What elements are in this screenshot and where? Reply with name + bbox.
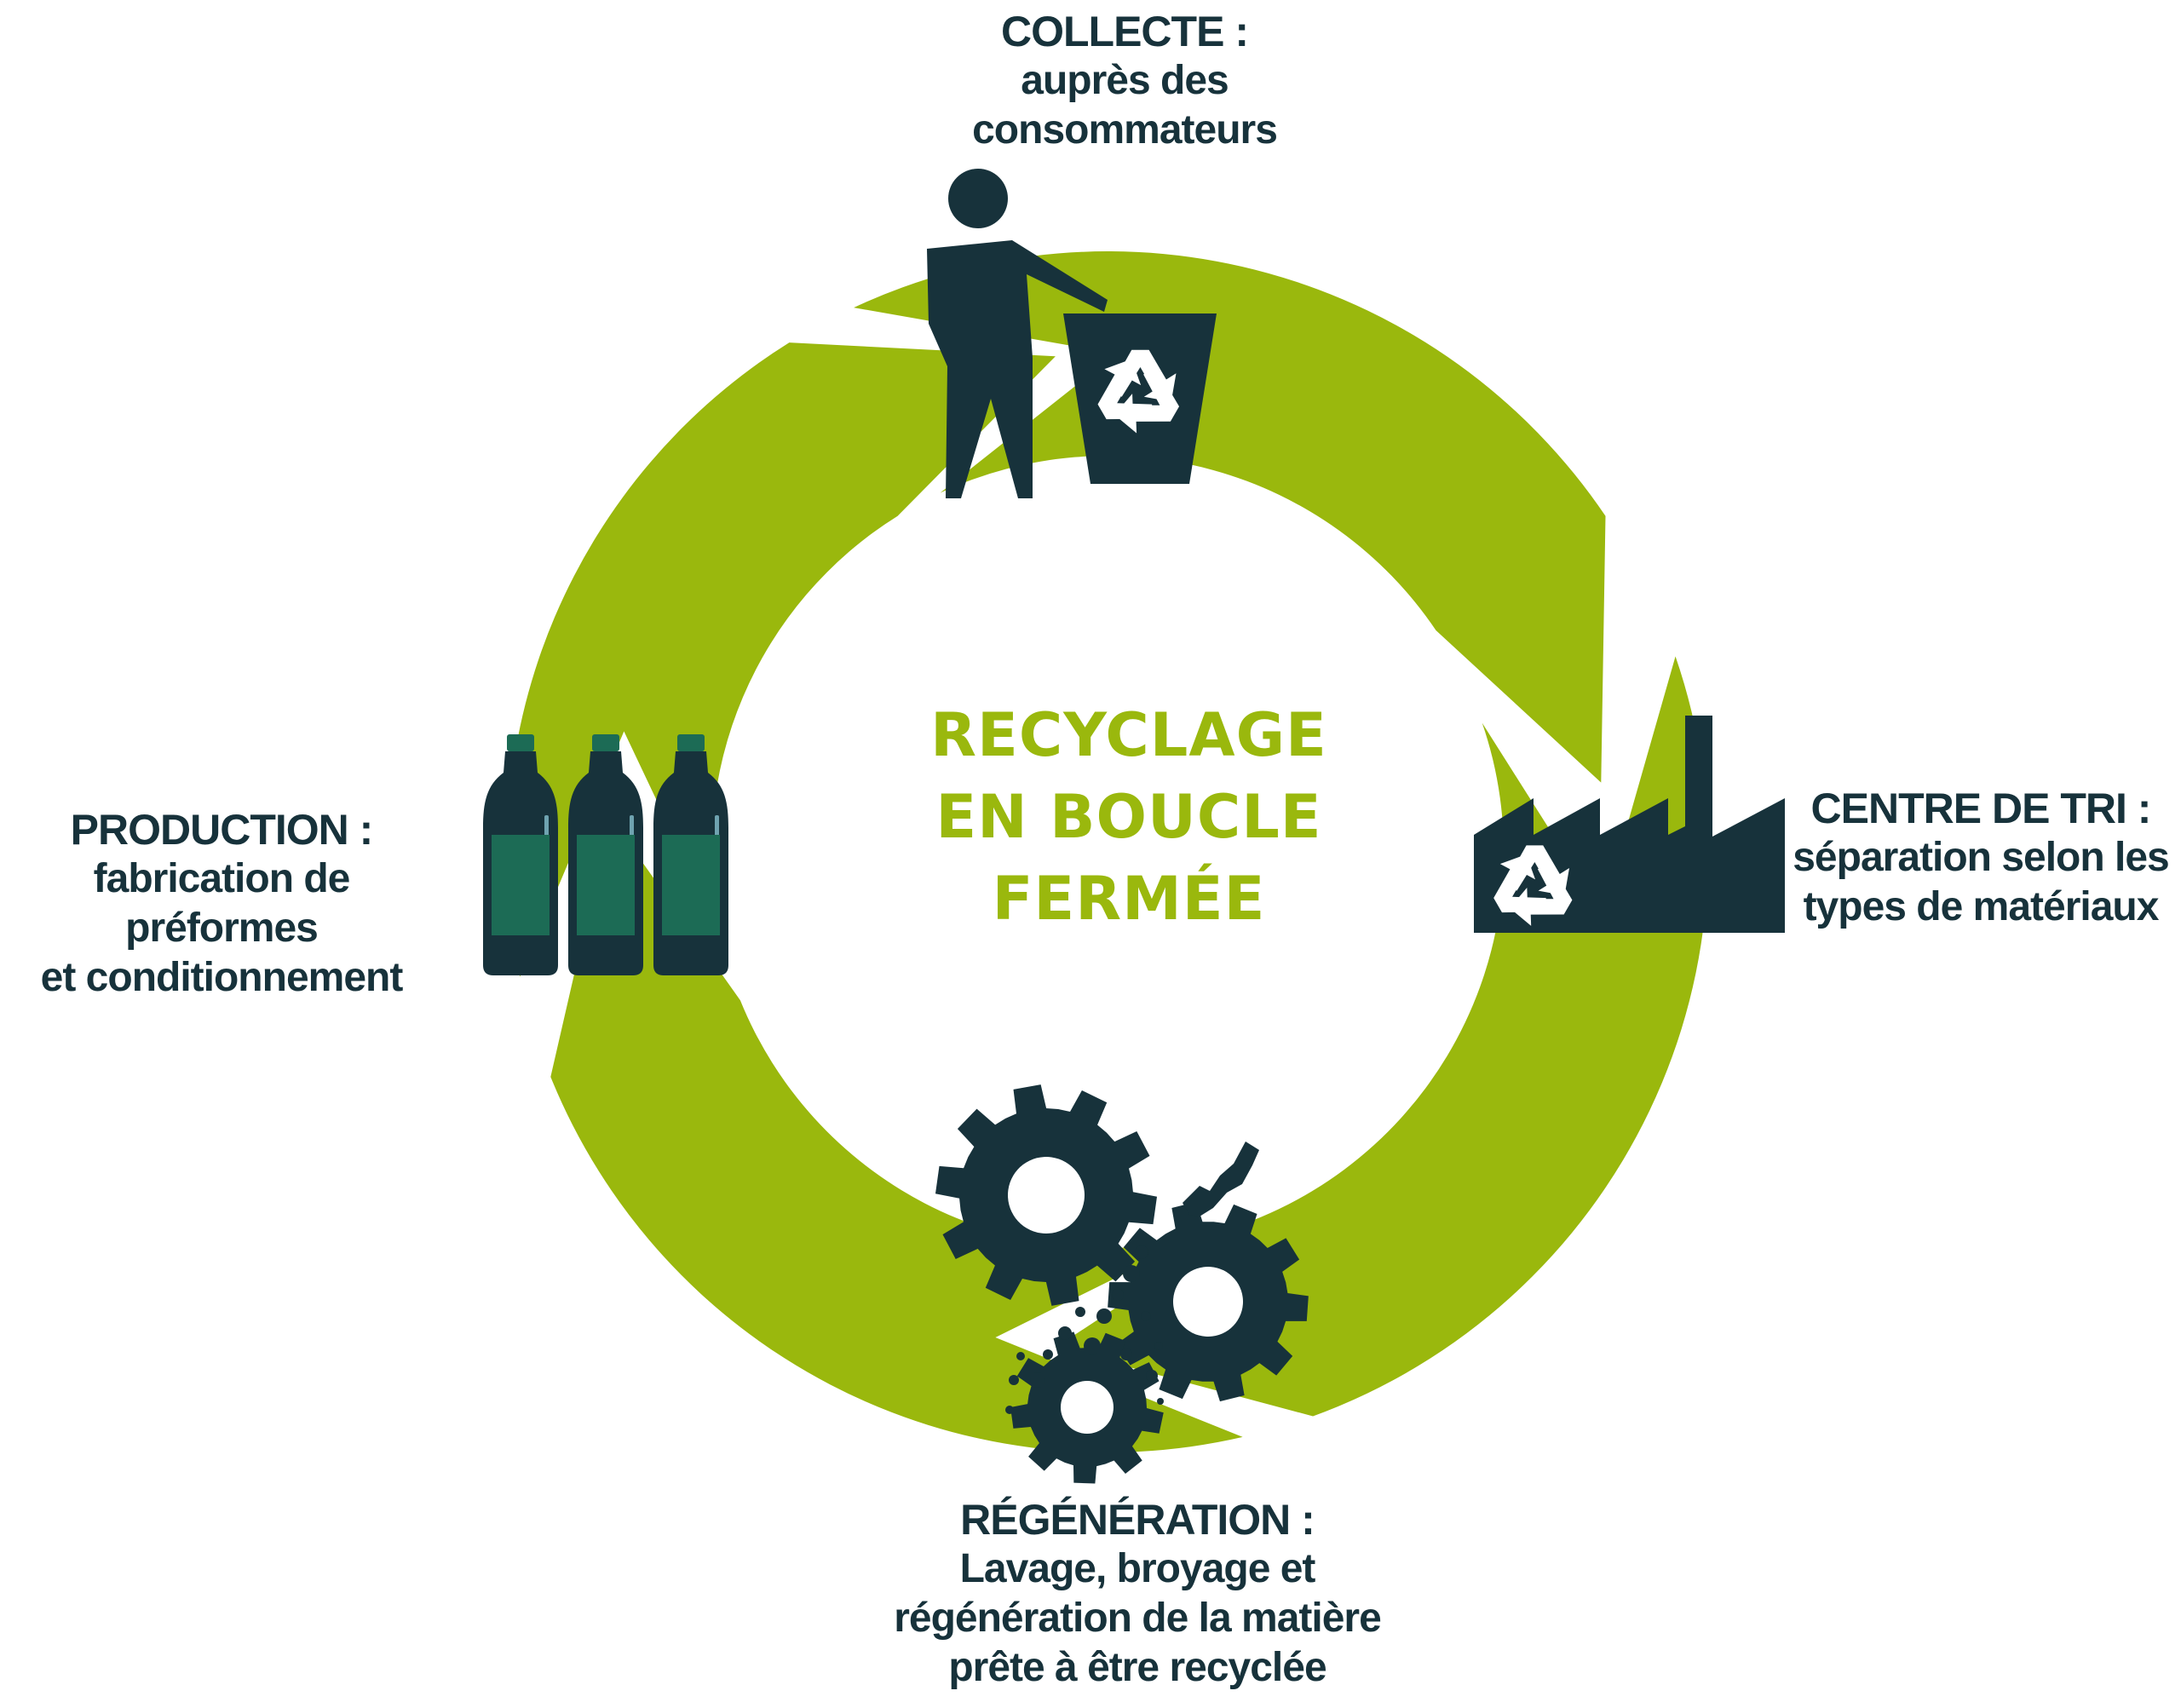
plastic-granules [1005,1245,1164,1414]
bottle-cap [677,734,705,751]
bottle-label [577,835,635,935]
stage-description-line: fabrication de préformes [93,856,351,951]
bottles-icon [483,734,728,975]
stage-description-line: séparation selon les [1793,835,2170,880]
center-title: RECYCLAGE EN BOUCLE FERMÉE [852,694,1406,940]
stage-title: PRODUCTION : [70,806,374,854]
bottle-label [662,835,720,935]
ring-arrow-production-to-collecte [506,342,1056,977]
stage-title: CENTRE DE TRI : [1810,785,2152,832]
stage-description-line: auprès des [1021,58,1229,103]
stage-label-production: PRODUCTION : fabrication de préformes et… [0,805,443,1003]
bottle [568,734,643,975]
stage-description-line: types de matériaux [1803,884,2160,929]
person-head [948,169,1008,228]
stage-title: RÉGÉNÉRATION : [960,1496,1315,1544]
gear-hole [1008,1157,1085,1234]
gear-medium [1108,1201,1309,1402]
stage-description-line: et conditionnement [40,955,404,1000]
bottle [483,734,558,975]
stage-description-line: régénération de la matière [894,1596,1382,1641]
plastic-flake [1183,1142,1259,1216]
gear-large [935,1084,1158,1306]
recycle-bin [1063,313,1217,484]
factory-recycle-icon [1474,716,1785,938]
bottle [653,734,728,975]
center-title-line: EN BOUCLE [935,782,1322,852]
gear-hole [1173,1267,1243,1337]
person-body [927,240,1108,498]
stage-description-line: Lavage, broyage et [959,1546,1316,1591]
gears-icon [935,1084,1309,1484]
stage-description-line: prête à être recyclée [948,1645,1326,1690]
center-title-line: FERMÉE [992,864,1266,934]
stage-description-line: consommateurs [972,107,1278,152]
stage-label-regeneration: RÉGÉNÉRATION : Lavage, broyage et régéné… [852,1495,1423,1693]
center-title-line: RECYCLAGE [930,700,1327,770]
bottle-label [492,835,550,935]
stage-label-tri: CENTRE DE TRI : séparation selon les typ… [1781,784,2181,932]
ring-arrow-collecte-to-tri [854,251,1606,783]
person-recycle-bin-icon [927,169,1217,498]
bottle-cap [507,734,534,751]
gear-hole [1061,1381,1114,1434]
gear-small [1010,1331,1164,1484]
stage-label-collecte: COLLECTE : auprès des consommateurs [882,7,1367,155]
stage-title: COLLECTE : [1001,8,1249,55]
bottle-cap [592,734,619,751]
